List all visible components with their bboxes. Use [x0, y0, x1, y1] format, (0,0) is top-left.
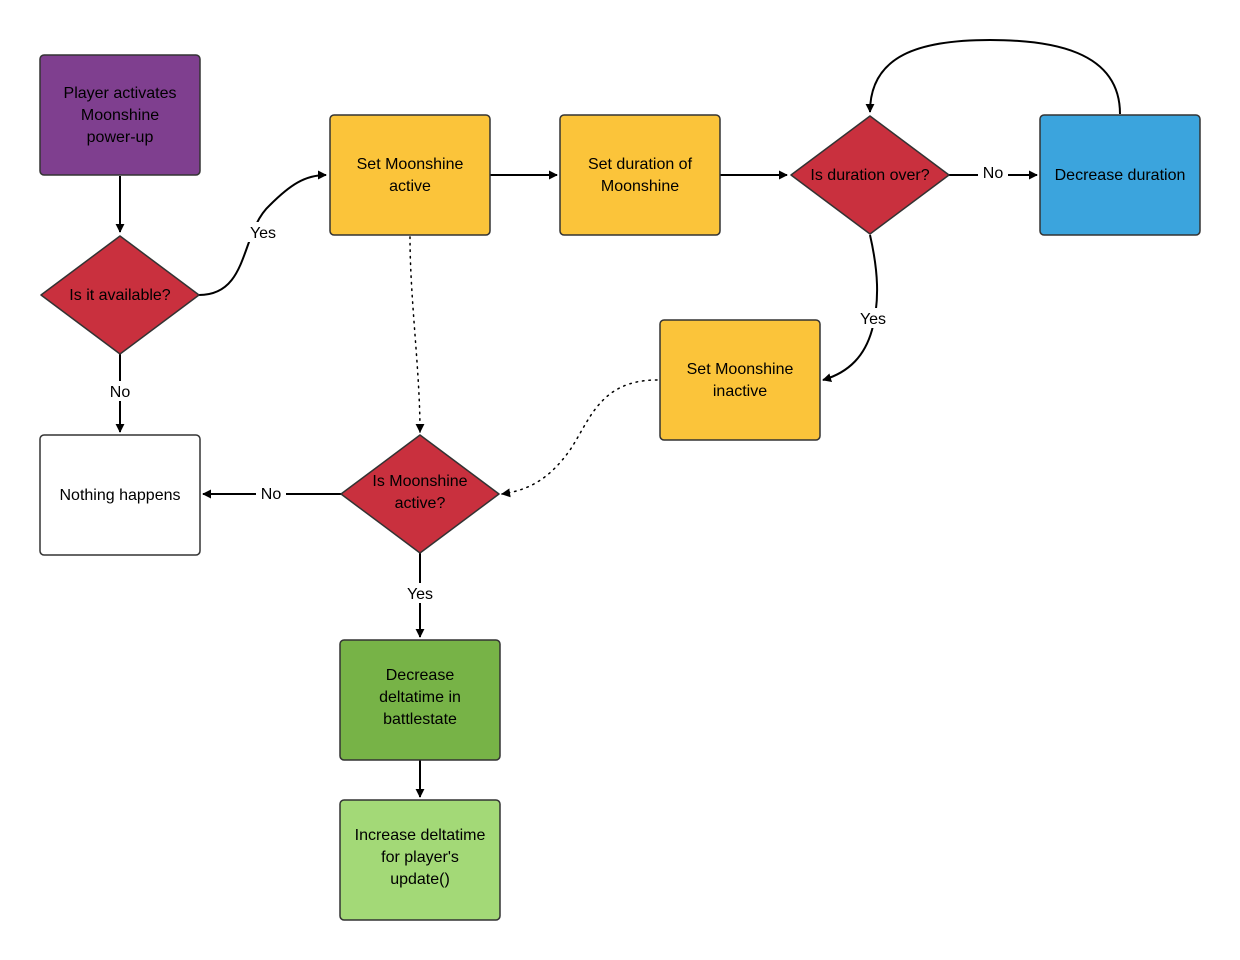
set-inactive-line: Set Moonshine — [687, 361, 794, 378]
increase-deltatime-text: Increase deltatime for player's update() — [355, 827, 486, 888]
set-active-box — [329, 114, 491, 236]
player-activates-line: Player activates — [64, 85, 177, 102]
node-nothing-happens: Nothing happens — [39, 434, 201, 556]
nothing-happens-text: Nothing happens — [60, 487, 181, 504]
is-duration-over-diamond — [790, 115, 950, 235]
increase-deltatime-box — [339, 799, 501, 921]
node-is-moonshine-active: Is Moonshine active? — [340, 434, 500, 554]
player-activates-line: power-up — [87, 129, 154, 146]
edge-inactive-dotted — [501, 379, 658, 498]
decrease-duration-text: Decrease duration — [1055, 167, 1186, 184]
label-moonshine-no: No — [261, 486, 282, 503]
set-inactive-box — [659, 319, 821, 441]
set-inactive-text: Set Moonshine inactive — [687, 361, 794, 400]
set-inactive-line: inactive — [713, 383, 767, 400]
decrease-deltatime-line: deltatime in — [379, 689, 461, 706]
decrease-deltatime-line: battlestate — [383, 711, 457, 728]
node-set-inactive: Set Moonshine inactive — [659, 319, 821, 441]
set-active-line: Set Moonshine — [357, 156, 464, 173]
label-duration-no: No — [983, 165, 1004, 182]
edge-duration-yes — [822, 234, 879, 383]
node-set-active: Set Moonshine active — [329, 114, 491, 236]
set-duration-text: Set duration of Moonshine — [588, 156, 693, 195]
is-moonshine-active-text: Is Moonshine active? — [372, 473, 467, 512]
decrease-deltatime-box — [339, 639, 501, 761]
node-decrease-deltatime: Decrease deltatime in battlestate — [339, 639, 501, 761]
is-available-text: Is it available? — [69, 287, 170, 304]
label-moonshine-yes: Yes — [407, 586, 433, 603]
set-duration-line: Moonshine — [601, 178, 679, 195]
set-duration-box — [559, 114, 721, 236]
decrease-deltatime-text: Decrease deltatime in battlestate — [379, 667, 461, 728]
label-available-no: No — [110, 384, 131, 401]
nothing-happens-line: Nothing happens — [60, 487, 181, 504]
set-active-line: active — [389, 178, 431, 195]
node-is-available: Is it available? — [40, 235, 200, 355]
is-moonshine-active-diamond — [340, 434, 500, 554]
increase-deltatime-line: Increase deltatime — [355, 827, 486, 844]
edge-active-dotted — [409, 236, 425, 433]
is-duration-over-text: Is duration over? — [810, 167, 929, 184]
edge-available-yes — [198, 170, 327, 296]
node-is-duration-over: Is duration over? — [790, 115, 950, 235]
is-moonshine-active-line: active? — [395, 495, 446, 512]
label-available-yes: Yes — [250, 225, 276, 242]
decrease-deltatime-line: Decrease — [386, 667, 455, 684]
nothing-happens-box — [39, 434, 201, 556]
player-activates-box — [39, 54, 201, 176]
is-moonshine-active-line: Is Moonshine — [372, 473, 467, 490]
node-set-duration: Set duration of Moonshine — [559, 114, 721, 236]
is-available-diamond — [40, 235, 200, 355]
decrease-duration-box — [1039, 114, 1201, 236]
node-decrease-duration: Decrease duration — [1039, 114, 1201, 236]
set-duration-line: Set duration of — [588, 156, 693, 173]
edge-labels: Yes No No Yes No Yes — [104, 164, 1008, 603]
player-activates-line: Moonshine — [81, 107, 159, 124]
is-duration-over-line: Is duration over? — [810, 167, 929, 184]
label-duration-yes: Yes — [860, 311, 886, 328]
edge-decrease-loop — [865, 38, 1121, 115]
set-active-text: Set Moonshine active — [357, 156, 464, 195]
increase-deltatime-line: update() — [390, 871, 450, 888]
node-increase-deltatime: Increase deltatime for player's update() — [339, 799, 501, 921]
is-available-line: Is it available? — [69, 287, 170, 304]
decrease-duration-line: Decrease duration — [1055, 167, 1186, 184]
increase-deltatime-line: for player's — [381, 849, 459, 866]
